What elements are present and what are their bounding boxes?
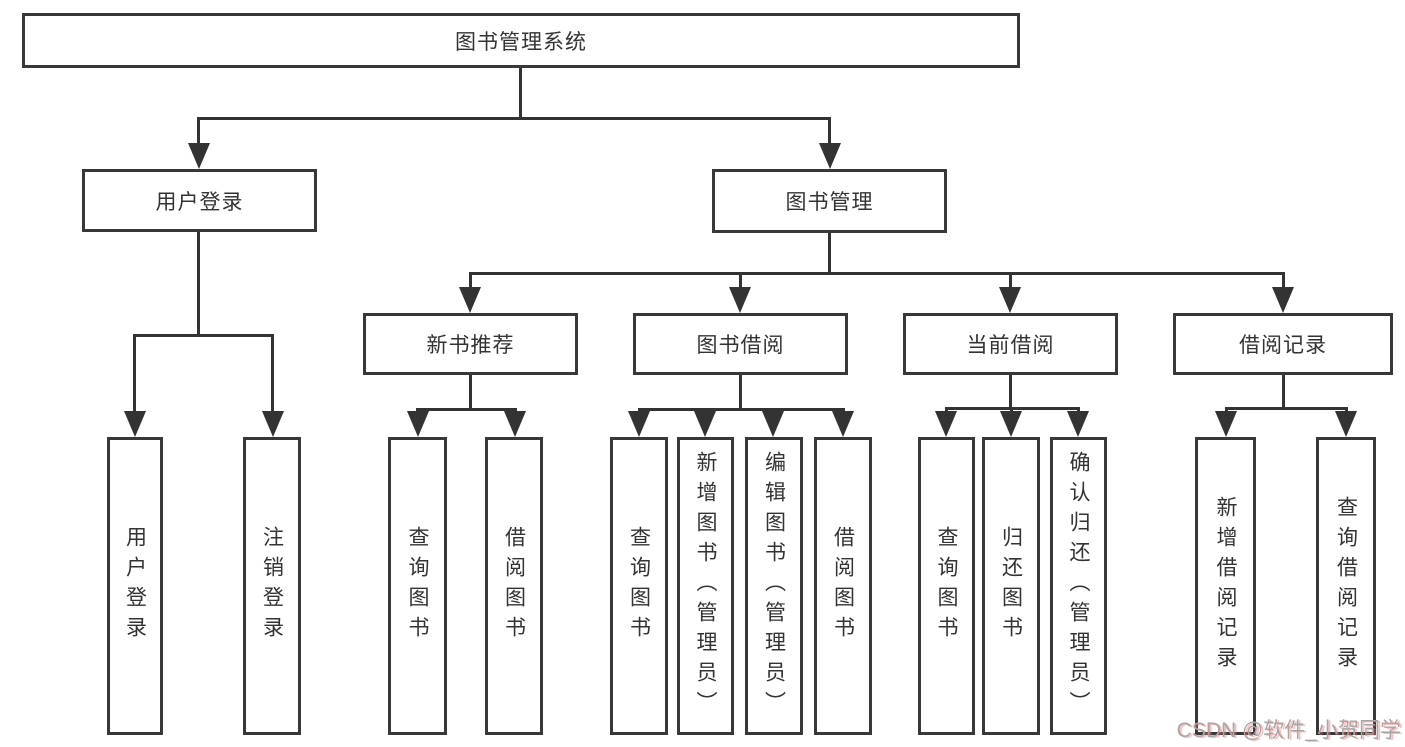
leaf-return-books: 归还图书 xyxy=(982,437,1040,735)
leaf-logout: 注销登录 xyxy=(243,437,301,735)
connector-book-management-bar xyxy=(469,272,1285,275)
arrowhead-down-icon xyxy=(1215,411,1237,437)
connector-to-leaf-logout xyxy=(271,334,274,413)
node-root: 图书管理系统 xyxy=(22,13,1020,68)
connector-to-leaf-user-login xyxy=(133,334,136,413)
leaf-borrow-books-1: 借阅图书 xyxy=(485,437,543,735)
arrowhead-down-icon xyxy=(762,411,784,437)
node-new-book-recommend: 新书推荐 xyxy=(363,313,578,375)
leaf-query-books-2-label: 查询图书 xyxy=(627,526,651,646)
arrowhead-down-icon xyxy=(999,287,1021,313)
connector-to-leaf-confirm-return xyxy=(1077,407,1080,414)
arrowhead-down-icon xyxy=(124,411,146,437)
arrowhead-down-icon xyxy=(262,411,284,437)
connector-current-borrow-stem xyxy=(1009,375,1012,410)
connector-user-login-bar xyxy=(133,334,274,337)
connector-book-borrow-bar xyxy=(638,408,845,411)
node-book-borrowing-label: 图书借阅 xyxy=(696,334,785,357)
leaf-query-books-3-label: 查询图书 xyxy=(935,526,958,646)
arrowhead-down-icon xyxy=(628,411,650,437)
leaf-logout-label: 注销登录 xyxy=(260,526,284,646)
connector-to-book-borrowing xyxy=(739,272,742,289)
connector-to-borrowing-records xyxy=(1282,272,1285,289)
connector-book-borrow-stem xyxy=(739,375,742,411)
leaf-query-books-2: 查询图书 xyxy=(610,437,668,735)
arrowhead-down-icon xyxy=(504,411,526,437)
arrowhead-down-icon xyxy=(1000,411,1022,437)
csdn-watermark: CSDN @软件_小贺同学 xyxy=(1176,719,1401,742)
connector-root-stem xyxy=(519,68,522,120)
connector-new-book-stem xyxy=(469,375,472,411)
connector-to-book-management xyxy=(828,117,831,145)
leaf-edit-books-admin: 编辑图书（管理员） xyxy=(745,437,803,735)
node-current-borrowing: 当前借阅 xyxy=(903,313,1118,375)
node-new-book-recommend-label: 新书推荐 xyxy=(426,334,515,357)
leaf-query-borrow-record: 查询借阅记录 xyxy=(1316,437,1376,735)
leaf-add-books-admin: 新增图书（管理员） xyxy=(677,437,734,735)
arrowhead-down-icon xyxy=(1272,287,1294,313)
connector-user-login-stem xyxy=(197,232,200,337)
leaf-query-borrow-record-label: 查询借阅记录 xyxy=(1334,496,1358,676)
leaf-add-books-admin-label: 新增图书（管理员） xyxy=(694,451,717,721)
leaf-borrow-books-2-label: 借阅图书 xyxy=(831,526,855,646)
leaf-query-books-3: 查询图书 xyxy=(918,437,975,735)
leaf-add-borrow-record-label: 新增借阅记录 xyxy=(1214,496,1237,676)
arrowhead-down-icon xyxy=(832,411,854,437)
node-borrowing-records: 借阅记录 xyxy=(1173,313,1393,375)
leaf-user-login-label: 用户登录 xyxy=(123,526,147,646)
arrowhead-down-icon xyxy=(694,411,716,437)
connector-root-bar xyxy=(198,117,831,120)
leaf-query-books-1-label: 查询图书 xyxy=(406,526,429,646)
leaf-add-borrow-record: 新增借阅记录 xyxy=(1195,437,1256,735)
connector-to-new-book-recommend xyxy=(469,272,472,289)
arrowhead-down-icon xyxy=(729,287,751,313)
node-root-label: 图书管理系统 xyxy=(455,30,587,54)
node-borrowing-records-label: 借阅记录 xyxy=(1239,334,1327,357)
node-book-management-branch: 图书管理 xyxy=(712,169,947,233)
arrowhead-down-icon xyxy=(459,287,481,313)
connector-to-user-login xyxy=(197,117,200,145)
connector-to-current-borrowing xyxy=(1009,272,1012,289)
connector-to-leaf-query-record xyxy=(1345,407,1348,414)
node-book-borrowing: 图书借阅 xyxy=(633,313,848,375)
node-current-borrowing-label: 当前借阅 xyxy=(966,334,1055,357)
connector-book-management-stem xyxy=(828,233,831,275)
leaf-edit-books-admin-label: 编辑图书（管理员） xyxy=(762,451,786,721)
connector-records-stem xyxy=(1282,375,1285,410)
arrowhead-down-icon xyxy=(1335,411,1357,437)
connector-new-book-bar xyxy=(416,408,517,411)
leaf-confirm-return-admin-label: 确认归还（管理员） xyxy=(1067,451,1090,721)
leaf-borrow-books-2: 借阅图书 xyxy=(814,437,872,735)
arrowhead-down-icon xyxy=(1067,411,1089,437)
leaf-return-books-label: 归还图书 xyxy=(999,526,1023,646)
leaf-borrow-books-1-label: 借阅图书 xyxy=(502,526,526,646)
connector-to-leaf-query-3 xyxy=(945,407,948,414)
node-user-login-branch: 用户登录 xyxy=(82,169,317,232)
leaf-confirm-return-admin: 确认归还（管理员） xyxy=(1050,437,1107,735)
connector-to-leaf-add-record xyxy=(1225,407,1228,414)
node-user-login-branch-label: 用户登录 xyxy=(155,190,244,214)
arrowhead-down-icon xyxy=(188,143,210,169)
arrowhead-down-icon xyxy=(407,411,429,437)
arrowhead-down-icon xyxy=(819,143,841,169)
leaf-query-books-1: 查询图书 xyxy=(388,437,447,735)
node-book-management-branch-label: 图书管理 xyxy=(785,191,874,214)
arrowhead-down-icon xyxy=(935,411,957,437)
connector-records-bar xyxy=(1225,407,1348,410)
leaf-user-login: 用户登录 xyxy=(107,437,163,735)
connector-to-leaf-return xyxy=(1010,407,1013,414)
